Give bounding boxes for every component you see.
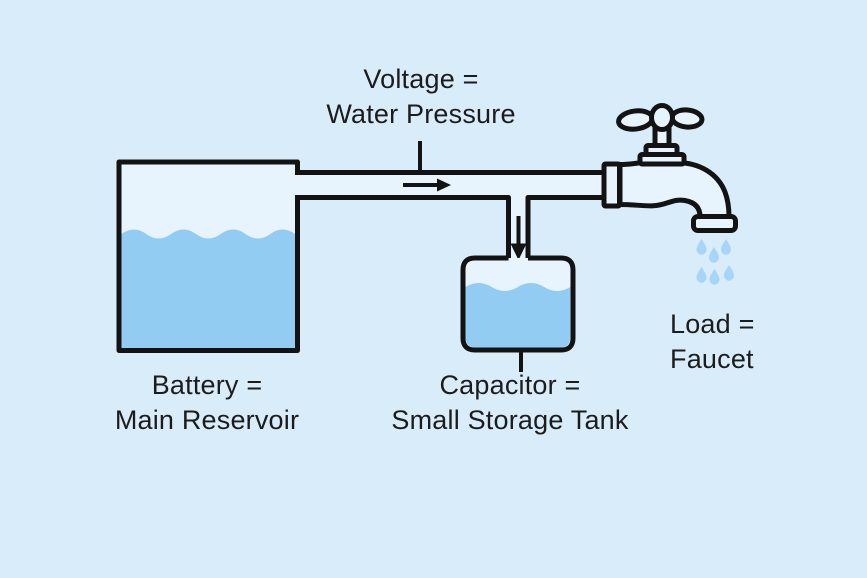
capacitor-label: Capacitor = Small Storage Tank (358, 368, 662, 438)
load-label-line1: Load = (670, 309, 755, 339)
pipe-bottom-line-right (525, 195, 604, 259)
capacitor-tank (460, 255, 576, 353)
faucet-handle-icon (616, 103, 705, 132)
battery-label-line2: Main Reservoir (114, 405, 300, 435)
faucet-spout (691, 214, 738, 233)
faucet-body (617, 160, 732, 219)
water-drop (709, 247, 719, 263)
faucet-collar-bottom (637, 152, 687, 167)
flow-arrow-right (403, 178, 451, 192)
capacitor-water (465, 283, 571, 348)
water-drop (721, 239, 731, 255)
water-drops (696, 239, 734, 285)
battery-label: Battery = Main Reservoir (57, 368, 357, 438)
voltage-label-line2: Water Pressure (326, 99, 516, 129)
reservoir-tank (116, 159, 300, 353)
pipe-interior (297, 175, 602, 258)
capacitor-outline (460, 255, 576, 353)
load-label-line2: Faucet (670, 344, 754, 374)
pipe-bottom-line-left (295, 195, 511, 259)
reservoir-water (121, 229, 296, 348)
flow-arrow-down (510, 216, 527, 260)
voltage-label-line1: Voltage = (363, 64, 479, 94)
load-label: Load = Faucet (670, 307, 860, 377)
water-drop (724, 265, 734, 281)
faucet (601, 103, 738, 285)
faucet-connector (601, 161, 622, 209)
water-drop (709, 269, 720, 285)
water-drop (696, 239, 707, 255)
capacitor-label-line1: Capacitor = (439, 370, 581, 400)
water-drop (696, 267, 707, 283)
main-pipe (295, 170, 604, 259)
reservoir-outline (116, 159, 300, 353)
capacitor-label-line2: Small Storage Tank (391, 405, 629, 435)
voltage-label: Voltage = Water Pressure (271, 62, 571, 132)
battery-label-line1: Battery = (151, 370, 263, 400)
